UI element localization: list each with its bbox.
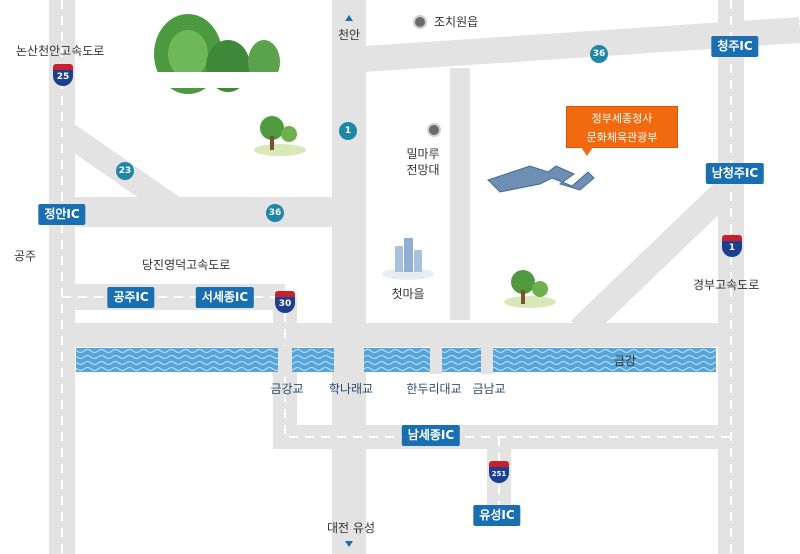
label-nonsan-cheonan-expressway: 논산천안고속도로 (16, 44, 105, 58)
label-haknarae-bridge: 학나래교 (328, 382, 374, 396)
north-arrow-icon (345, 15, 353, 21)
ic-gongju: 공주IC (107, 287, 155, 308)
route-36-marker-east: 36 (590, 45, 608, 63)
ic-namsejong: 남세종IC (401, 425, 461, 446)
expressway-251-shield-icon: 251 (489, 461, 509, 483)
label-jochiwon: 조치원읍 (434, 15, 479, 29)
label-gyeongbu-expressway: 경부고속도로 (693, 278, 760, 292)
label-daejeon-yuseong: 대전 유성 (327, 521, 375, 535)
mountains-illustration (150, 14, 290, 94)
label-geumgang-river: 금강 (614, 354, 637, 368)
milmaru-marker (427, 123, 441, 137)
ic-jeongan: 정안IC (38, 204, 86, 225)
ic-cheongju: 청주IC (711, 36, 759, 57)
expressway-1-shield-icon: 1 (722, 235, 742, 257)
expressway-30-shield-icon: 30 (275, 291, 295, 313)
label-gongju: 공주 (14, 249, 37, 263)
jochiwon-marker (413, 15, 427, 29)
building-illustration (382, 238, 434, 280)
route-23-marker: 23 (116, 162, 134, 180)
label-cheonan: 천안 (337, 28, 361, 42)
roads (49, 0, 800, 554)
tree-illustration (504, 270, 556, 308)
label-milmaru-observatory: 밀마루 전망대 (406, 147, 440, 177)
label-geumgang-bridge: 금강교 (270, 382, 304, 396)
expressway-25-shield-icon: 25 (53, 64, 73, 86)
ic-seosejong: 서세종IC (195, 287, 255, 308)
label-cheotmaeul: 첫마을 (391, 287, 425, 301)
ic-yuseong: 유성IC (473, 505, 521, 526)
government-complex-illustration (487, 165, 595, 193)
route-1-marker: 1 (339, 122, 357, 140)
ic-namcheongju: 남청주IC (705, 163, 765, 184)
label-geumnam-bridge: 금남교 (472, 382, 506, 396)
south-arrow-icon (345, 541, 353, 547)
label-handuri-bridge: 한두리대교 (406, 382, 462, 396)
tree-illustration (254, 116, 306, 156)
route-36-marker-west: 36 (266, 204, 284, 222)
destination-callout: 정부세종청사 문화체육관광부 (566, 106, 678, 156)
label-dangjin-yeongdeok-expressway: 당진영덕고속도로 (142, 258, 231, 272)
geumgang-river (76, 346, 716, 374)
